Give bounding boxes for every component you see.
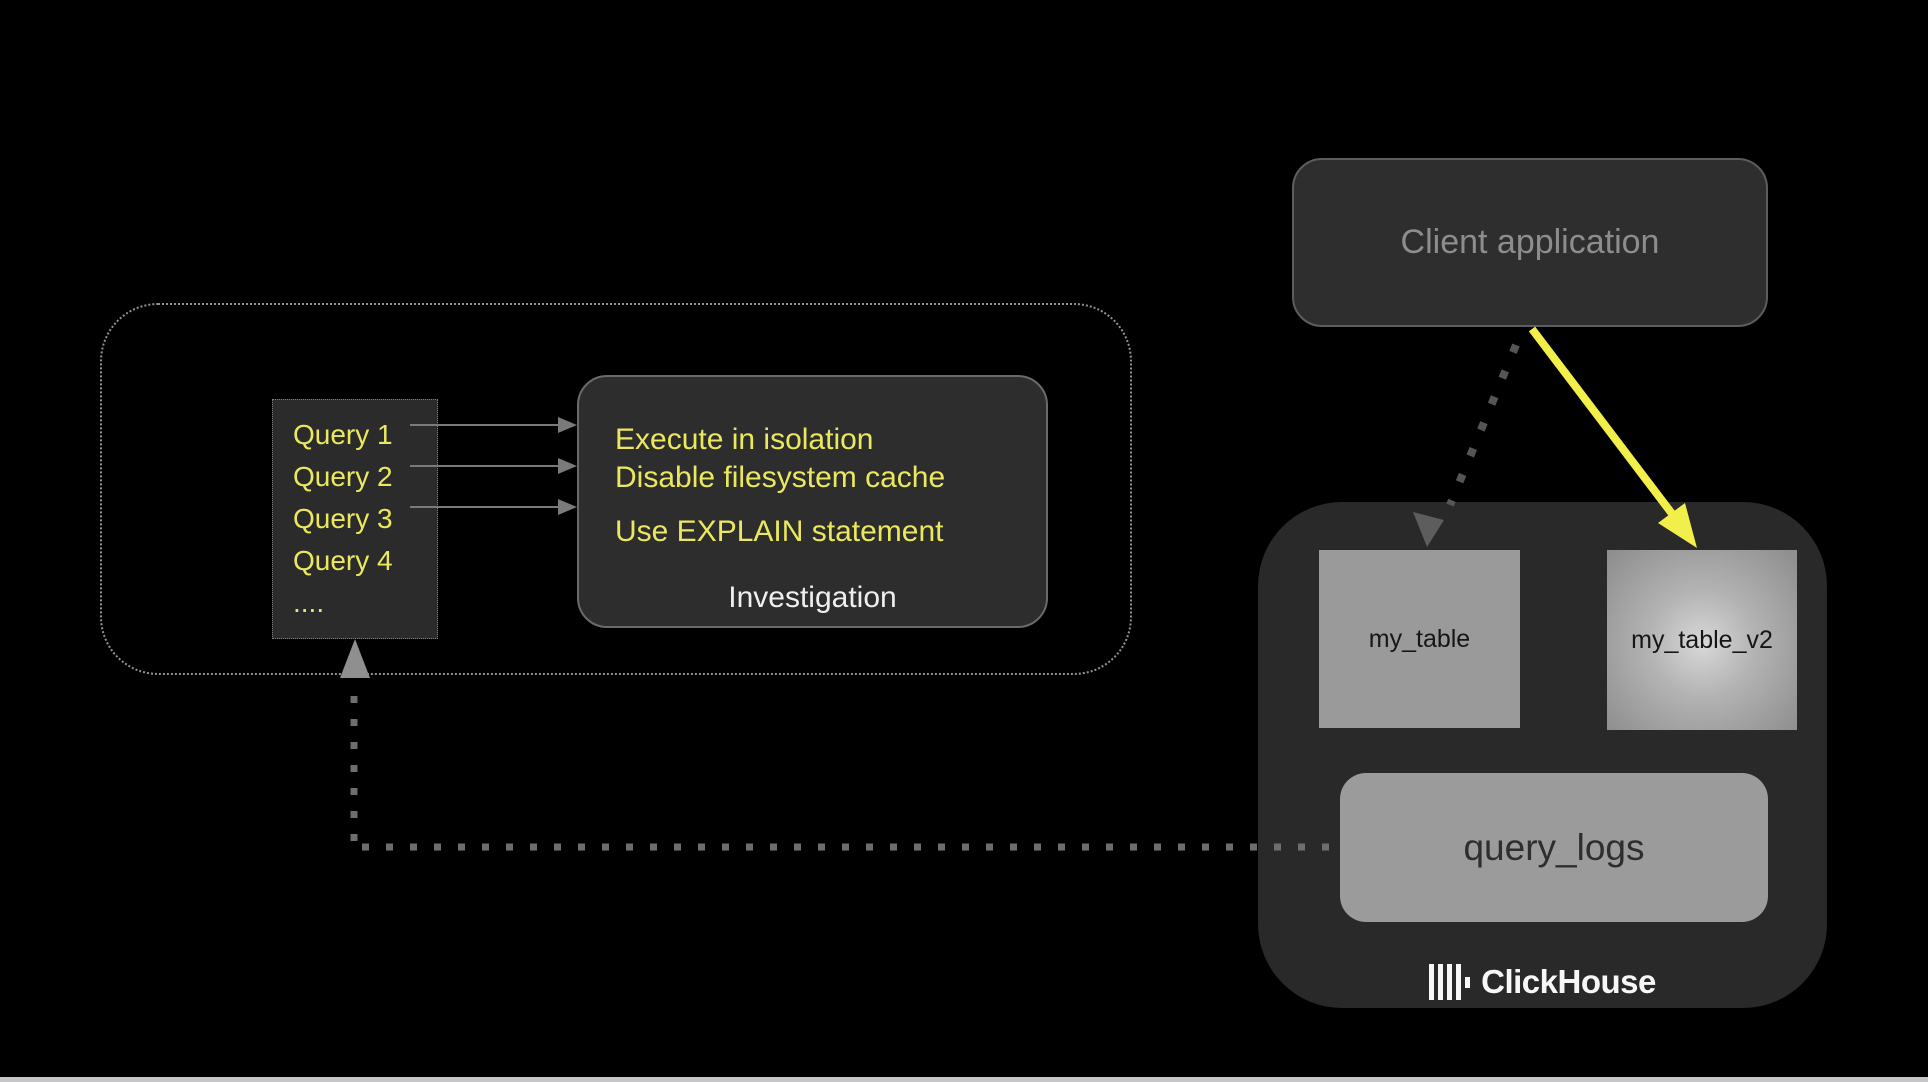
investigation-caption: Investigation: [728, 581, 897, 614]
my-table-label: my_table: [1368, 624, 1471, 653]
client-application-label: Client application: [1400, 223, 1660, 261]
investigation-box: Execute in isolation Disable filesystem …: [577, 375, 1048, 628]
bottom-edge-bar: [0, 1077, 1928, 1082]
my-table-v2-box: my_table_v2: [1607, 550, 1797, 730]
query-list-item: Query 1: [293, 419, 393, 450]
investigation-tip: Disable filesystem cache: [615, 461, 946, 494]
investigation-tip: Execute in isolation: [615, 423, 874, 456]
query-list-box: Query 1 Query 2 Query 3 Query 4 ....: [272, 399, 438, 639]
investigation-tip: Use EXPLAIN statement: [615, 515, 944, 548]
query-list-item-ellipsis: ....: [293, 587, 325, 618]
investigation-group-outline: [100, 303, 1132, 675]
clickhouse-container: my_table my_table_v2 query_logs ClickHou…: [1258, 502, 1827, 1008]
query-logs-label: query_logs: [1463, 826, 1645, 868]
query-list-item: Query 4: [293, 545, 393, 576]
clickhouse-brand-label: ClickHouse: [1481, 963, 1656, 1000]
query-list-item: Query 2: [293, 461, 393, 492]
clickhouse-brand: ClickHouse: [1258, 962, 1827, 1002]
client-application-box: Client application: [1292, 158, 1768, 327]
my-table-box: my_table: [1319, 550, 1520, 728]
clickhouse-logo-icon: [1429, 964, 1471, 1000]
query-list-item: Query 3: [293, 503, 393, 534]
query-logs-box: query_logs: [1340, 773, 1768, 922]
my-table-v2-label: my_table_v2: [1631, 625, 1773, 654]
